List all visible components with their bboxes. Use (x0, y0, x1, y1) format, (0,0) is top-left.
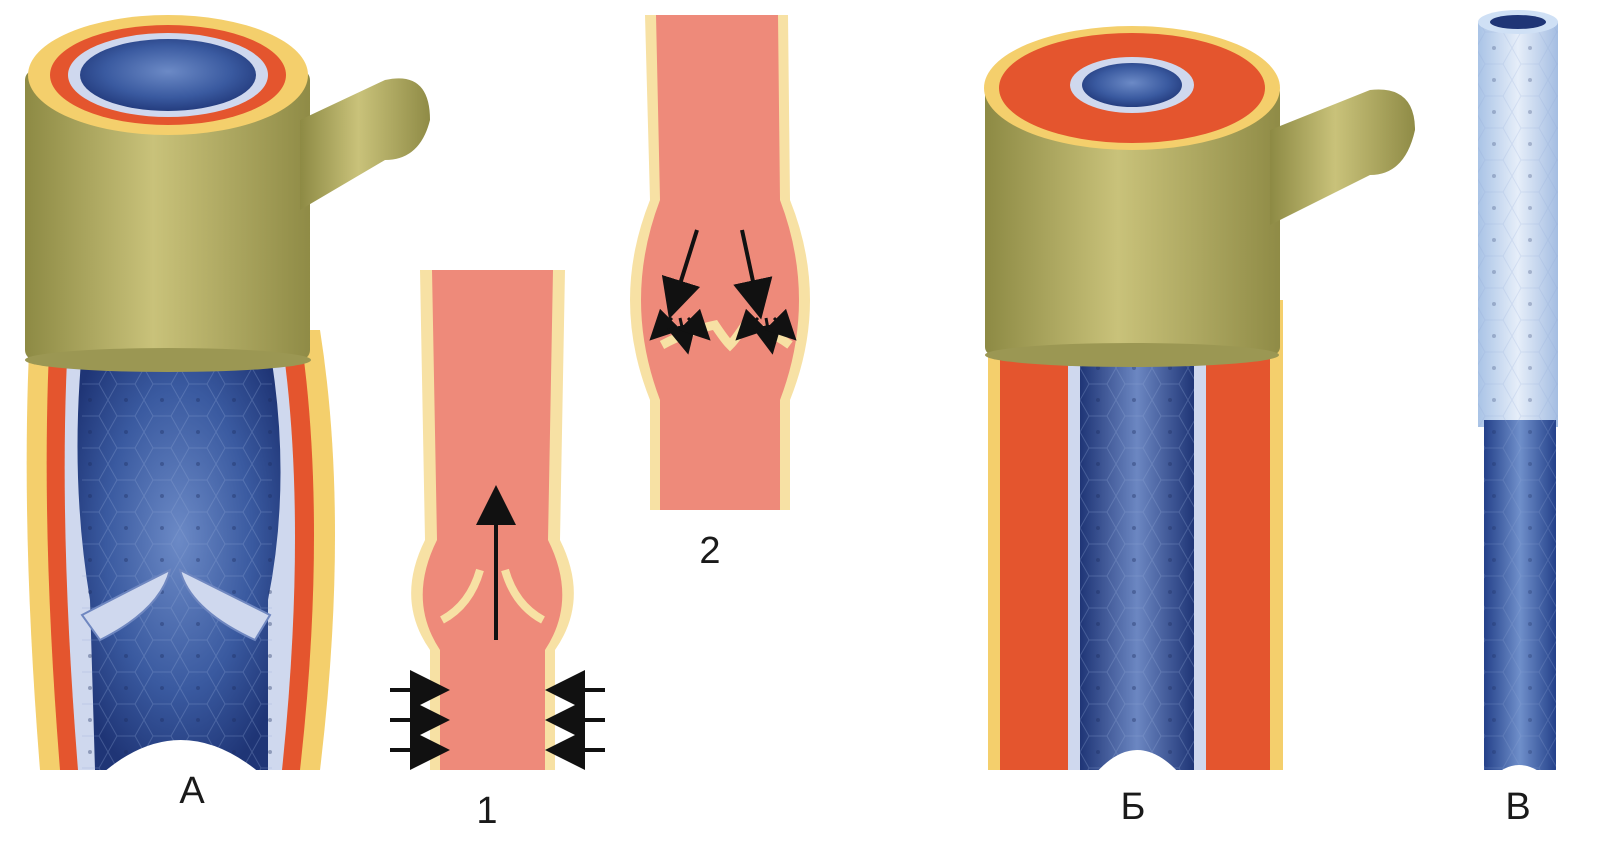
capillary-top-lumen (1490, 15, 1546, 29)
label-valve-closed: 2 (670, 530, 750, 573)
artery-branch (1270, 90, 1415, 226)
label-valve-open: 1 (447, 790, 527, 833)
valve-closed-blood (641, 15, 799, 510)
capillary-illustration (1478, 10, 1558, 780)
label-capillary: В (1478, 786, 1558, 829)
valve-open-illustration (390, 270, 605, 770)
valve-closed-illustration (630, 15, 810, 510)
vein-illustration (25, 15, 430, 780)
artery-illustration (984, 26, 1415, 780)
artery-top-lumen (1082, 63, 1182, 107)
vein-branch (300, 78, 430, 210)
label-vein: А (152, 770, 232, 813)
valve-open-blood (423, 270, 563, 770)
vein-top-lumen (80, 39, 256, 111)
label-artery: Б (1093, 786, 1173, 829)
